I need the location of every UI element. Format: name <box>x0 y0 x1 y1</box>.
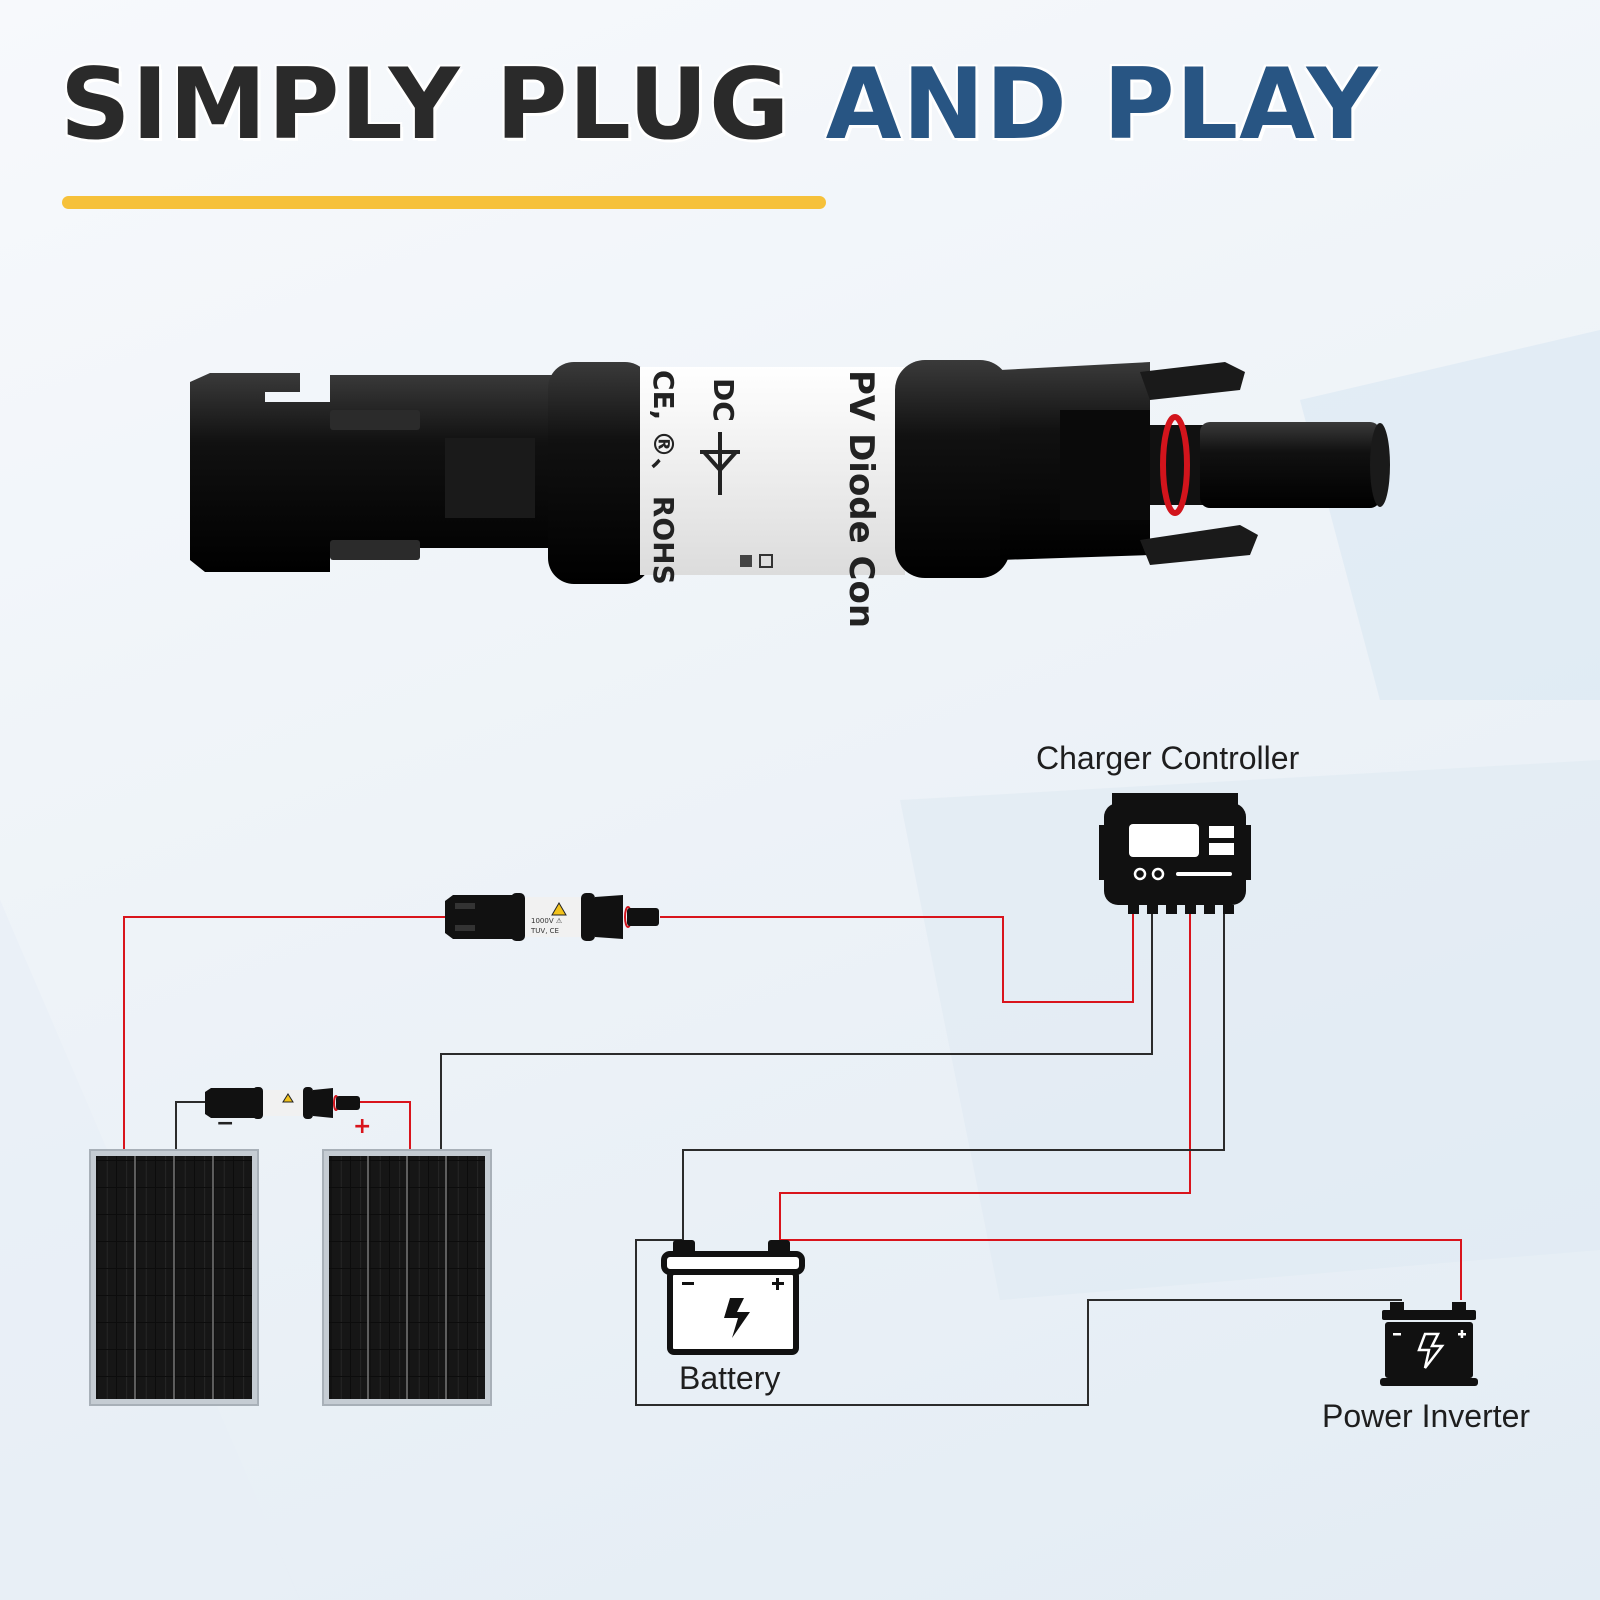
positive-polarity-mark: + <box>353 1114 371 1139</box>
wire-series-positive <box>360 1101 411 1150</box>
wire-series-negative <box>175 1101 205 1150</box>
wire-inverter-negative <box>635 1239 1402 1406</box>
wire-diode-to-controller <box>660 900 1134 1003</box>
power-inverter-icon <box>1380 1302 1478 1386</box>
wire-battery-negative-controller <box>682 900 1225 1245</box>
inline-diode-label1: 1000V ⚠ <box>531 917 563 925</box>
battery-label: Battery <box>679 1360 781 1396</box>
diode-symbol-icon <box>700 432 740 495</box>
wire-inverter-positive <box>780 1239 1462 1300</box>
wire-panel2-negative <box>440 900 1153 1150</box>
headline: SIMPLY PLUG AND PLAY <box>60 51 1379 160</box>
power-inverter-label: Power Inverter <box>1322 1398 1531 1434</box>
solar-panel-1 <box>89 1149 259 1406</box>
headline-underline <box>62 196 826 209</box>
inline-diode-connector: 1000V ⚠ TUV, CE <box>445 893 659 941</box>
product-label-line1: PV Diode Con <box>841 370 881 628</box>
diode-connector-product: PV Diode Con DC CE, ®、 ROHS <box>190 360 1390 628</box>
product-label-line2: DC <box>707 378 740 422</box>
headline-part1: SIMPLY PLUG <box>60 48 791 162</box>
charger-controller-label: Charger Controller <box>1036 740 1300 776</box>
wire-battery-positive-controller <box>779 900 1191 1245</box>
wire-panel1-positive <box>123 916 445 1150</box>
product-label-line3: CE, ®、 ROHS <box>647 370 680 585</box>
inline-diode-label2: TUV, CE <box>530 927 559 935</box>
solar-panel-2 <box>322 1149 492 1406</box>
headline-part2: AND PLAY <box>825 48 1379 162</box>
wires <box>123 900 1462 1406</box>
battery-icon <box>661 1240 805 1355</box>
series-diode-connector <box>205 1087 360 1119</box>
charger-controller-icon <box>1099 793 1251 914</box>
negative-polarity-mark: − <box>216 1111 234 1136</box>
